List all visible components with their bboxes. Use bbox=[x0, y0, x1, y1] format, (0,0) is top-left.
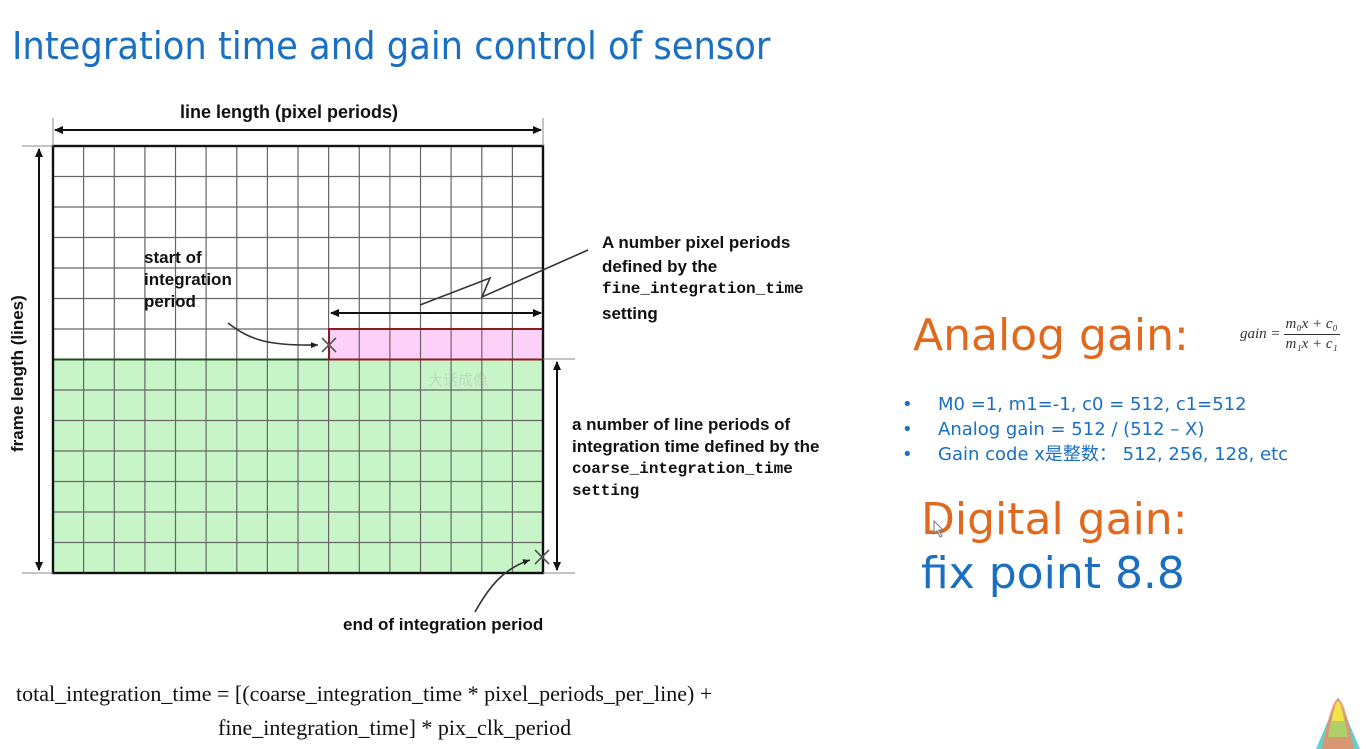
bullet-item: • Analog gain = 512 / (512 – X) bbox=[902, 419, 1205, 440]
fine-integration-label: A number pixel periods defined by the fi… bbox=[602, 233, 804, 323]
end-label-leader bbox=[474, 559, 531, 613]
bullet-dot-icon: • bbox=[902, 444, 913, 465]
integration-timing-diagram bbox=[22, 118, 589, 613]
line-length-label: line length (pixel periods) bbox=[180, 102, 399, 122]
brand-logo-icon bbox=[1316, 697, 1360, 749]
frame-length-label: frame length (lines) bbox=[8, 295, 27, 452]
end-of-integration-label: end of integration period bbox=[343, 615, 544, 634]
end-marker-icon bbox=[534, 549, 550, 565]
gain-formula: gain = m₀x + c₀ m₁x + c₁ bbox=[1240, 316, 1340, 353]
coarse-integration-label: a number of line periods of integration … bbox=[572, 415, 820, 500]
start-label-leader bbox=[227, 322, 319, 349]
total-integration-formula-line1: total_integration_time = [(coarse_integr… bbox=[16, 681, 713, 706]
fine-integration-bar bbox=[329, 329, 543, 359]
bullet-dot-icon: • bbox=[902, 394, 913, 415]
gain-formula-denominator: m₁x + c₁ bbox=[1285, 336, 1338, 352]
start-of-integration-label: start of integration period bbox=[144, 248, 232, 311]
bullet-item: • M0 =1, m1=-1, c0 = 512, c1=512 bbox=[902, 394, 1247, 415]
mouse-cursor-icon bbox=[933, 520, 945, 538]
analog-gain-heading: Analog gain: bbox=[913, 310, 1189, 361]
watermark: 大话成像 bbox=[428, 371, 489, 389]
fine-label-leader bbox=[419, 249, 589, 306]
gain-formula-numerator: m₀x + c₀ bbox=[1283, 316, 1340, 335]
bullet-dot-icon: • bbox=[902, 419, 913, 440]
gain-formula-fraction: m₀x + c₀ m₁x + c₁ bbox=[1283, 316, 1340, 353]
digital-gain-heading: Digital gain: bbox=[921, 494, 1188, 545]
bullet-item: • Gain code x是整数： 512, 256, 128, etc bbox=[902, 444, 1289, 465]
gain-formula-lhs: gain = bbox=[1240, 326, 1281, 342]
total-integration-formula-line2: fine_integration_time] * pix_clk_period bbox=[218, 715, 572, 740]
digital-gain-value: fix point 8.8 bbox=[921, 548, 1185, 599]
analog-gain-bullets: • M0 =1, m1=-1, c0 = 512, c1=512 • Analo… bbox=[902, 392, 1288, 467]
slide-title: Integration time and gain control of sen… bbox=[12, 24, 771, 68]
start-marker-icon bbox=[321, 337, 337, 353]
